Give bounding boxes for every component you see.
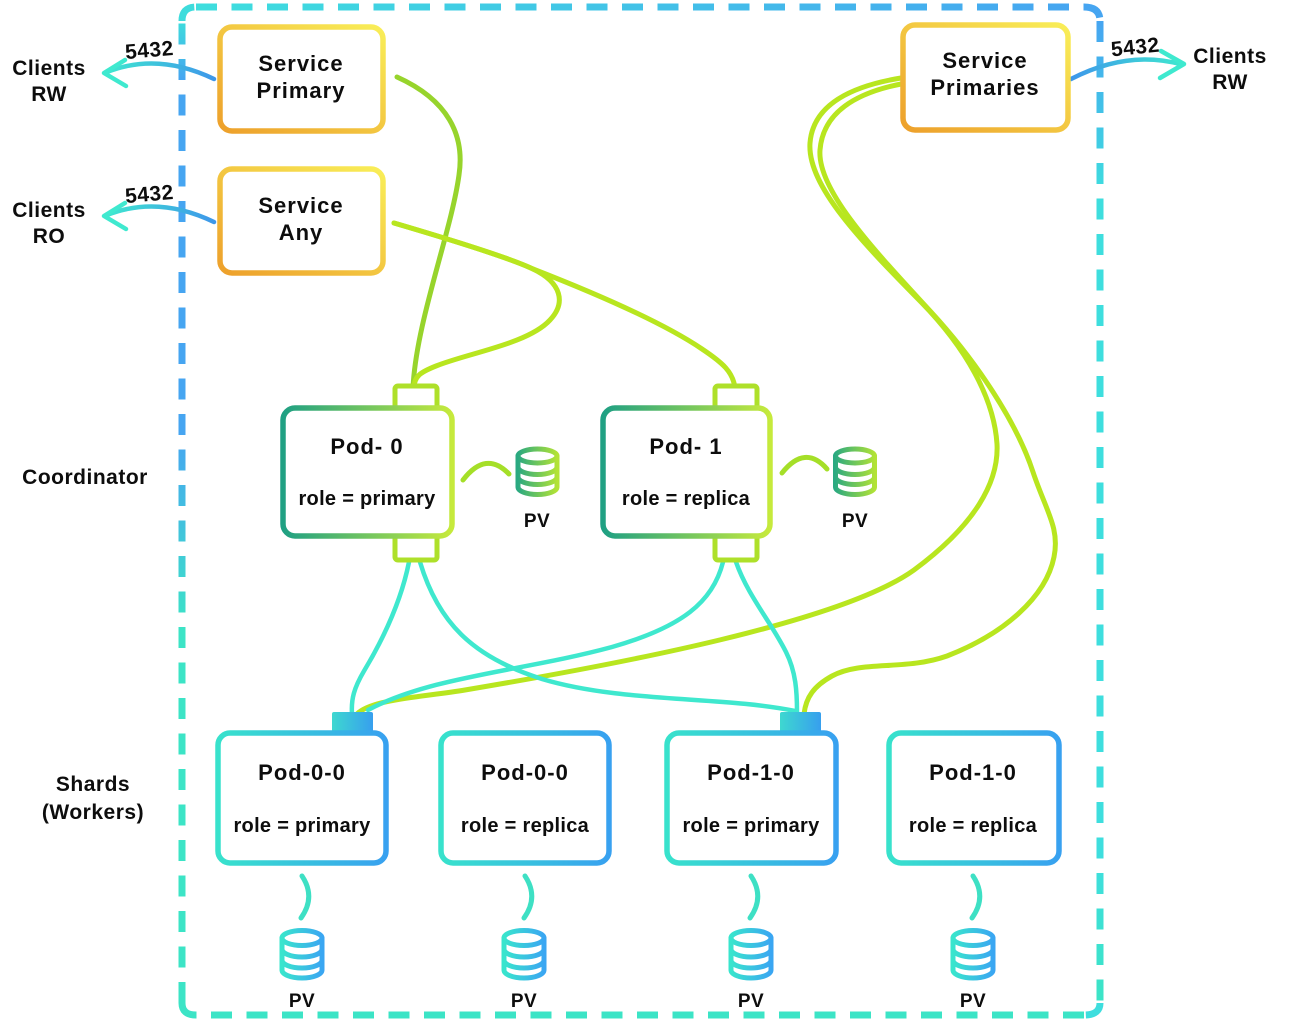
pv-link-arc [779, 455, 830, 476]
service-primaries-title-line2: Primaries [930, 75, 1039, 100]
pod-1-0-primary-pv-label: PV [738, 991, 764, 1012]
pod-0-0-primary-role: role = primary [233, 815, 371, 837]
pod0-box [280, 405, 455, 539]
pv-link-arc [969, 873, 983, 921]
pod-1-0-replica-pv-label: PV [960, 991, 986, 1012]
pod1-role: role = replica [622, 488, 751, 510]
pod1-box [600, 405, 773, 539]
pod-0-0-primary-box [215, 730, 389, 866]
pod-0-0-replica-name: Pod-0-0 [481, 760, 569, 785]
coordinator-section-label: Coordinator [22, 466, 148, 489]
cluster-boundary [178, 3, 1104, 1019]
pod0-name: Pod- 0 [330, 434, 403, 459]
clients-ro-left-label-line1: Clients [12, 199, 86, 222]
pv-link-arc [747, 873, 761, 921]
connector-service-primaries-to-pod-0-0 [354, 75, 1000, 717]
connector-pod1-to-pod-1-0 [733, 559, 800, 715]
connector-service-primaries-to-pod-1-0 [801, 81, 1058, 717]
connector-service-primary-to-pod0 [394, 74, 463, 391]
pod-0-0-primary-pv-label: PV [289, 991, 315, 1012]
clients-rw-left-label-line2: RW [31, 83, 67, 106]
pv-database-icon [833, 446, 877, 497]
pod1-name: Pod- 1 [649, 434, 722, 459]
arrow-clients-rw-right-icon [1068, 48, 1187, 82]
clients-ro-left-label-line2: RO [33, 225, 66, 248]
service-any-title-line2: Any [279, 220, 324, 245]
pv-link-arc [298, 873, 312, 921]
pod0-pv-label: PV [524, 511, 550, 532]
pod-0-0-replica-role: role = replica [461, 815, 590, 837]
pod-1-0-primary-name: Pod-1-0 [707, 760, 795, 785]
service-primary-title-line2: Primary [257, 78, 346, 103]
pod-1-0-primary-box [664, 730, 839, 866]
connector-pod0-to-pod-0-0 [349, 559, 412, 717]
service-primaries-box [900, 22, 1071, 133]
connector-service-any-to-pod1 [391, 220, 738, 391]
pod-0-0-replica-box [438, 730, 612, 866]
service-any-box [217, 166, 386, 276]
pv-database-icon [950, 928, 996, 981]
pv-link-arc [521, 873, 535, 921]
service-any-title-line1: Service [258, 193, 343, 218]
pod-1-0-primary-port [780, 712, 821, 736]
pod-0-0-primary-port [332, 712, 373, 736]
pod-1-0-replica-name: Pod-1-0 [929, 760, 1017, 785]
service-primary-title-line1: Service [258, 51, 343, 76]
port-5432-left-ro-label: 5432 [124, 181, 175, 208]
port-5432-left-rw-label: 5432 [124, 37, 175, 64]
arrow-clients-ro-left-icon [101, 200, 217, 232]
pod0-role: role = primary [298, 488, 436, 510]
pod-1-0-replica-box [886, 730, 1062, 866]
connector-pod0-to-pod-1-0 [417, 559, 798, 714]
clients-rw-right-label-line2: RW [1212, 71, 1248, 94]
arrow-clients-rw-left-icon [101, 57, 217, 89]
pod-1-0-primary-role: role = primary [682, 815, 820, 837]
pv-database-icon [515, 446, 560, 497]
clients-rw-right-label-line1: Clients [1193, 45, 1267, 68]
pv-database-icon [501, 928, 547, 981]
shards-section-label-line1: Shards [56, 773, 130, 796]
pod-0-0-primary-name: Pod-0-0 [258, 760, 346, 785]
connector-pod1-to-pod-0-0 [365, 559, 726, 713]
clients-rw-left-label-line1: Clients [12, 57, 86, 80]
pv-database-icon [279, 928, 325, 981]
pod-1-0-replica-role: role = replica [909, 815, 1038, 837]
service-primary-box [217, 24, 386, 134]
pv-database-icon [728, 928, 774, 981]
pod-0-0-replica-pv-label: PV [511, 991, 537, 1012]
service-primaries-title-line1: Service [942, 48, 1027, 73]
shards-section-label-line2: (Workers) [42, 801, 144, 824]
pod1-pv-label: PV [842, 511, 868, 532]
port-5432-right-rw-label: 5432 [1110, 34, 1161, 62]
pv-link-arc [460, 461, 512, 483]
